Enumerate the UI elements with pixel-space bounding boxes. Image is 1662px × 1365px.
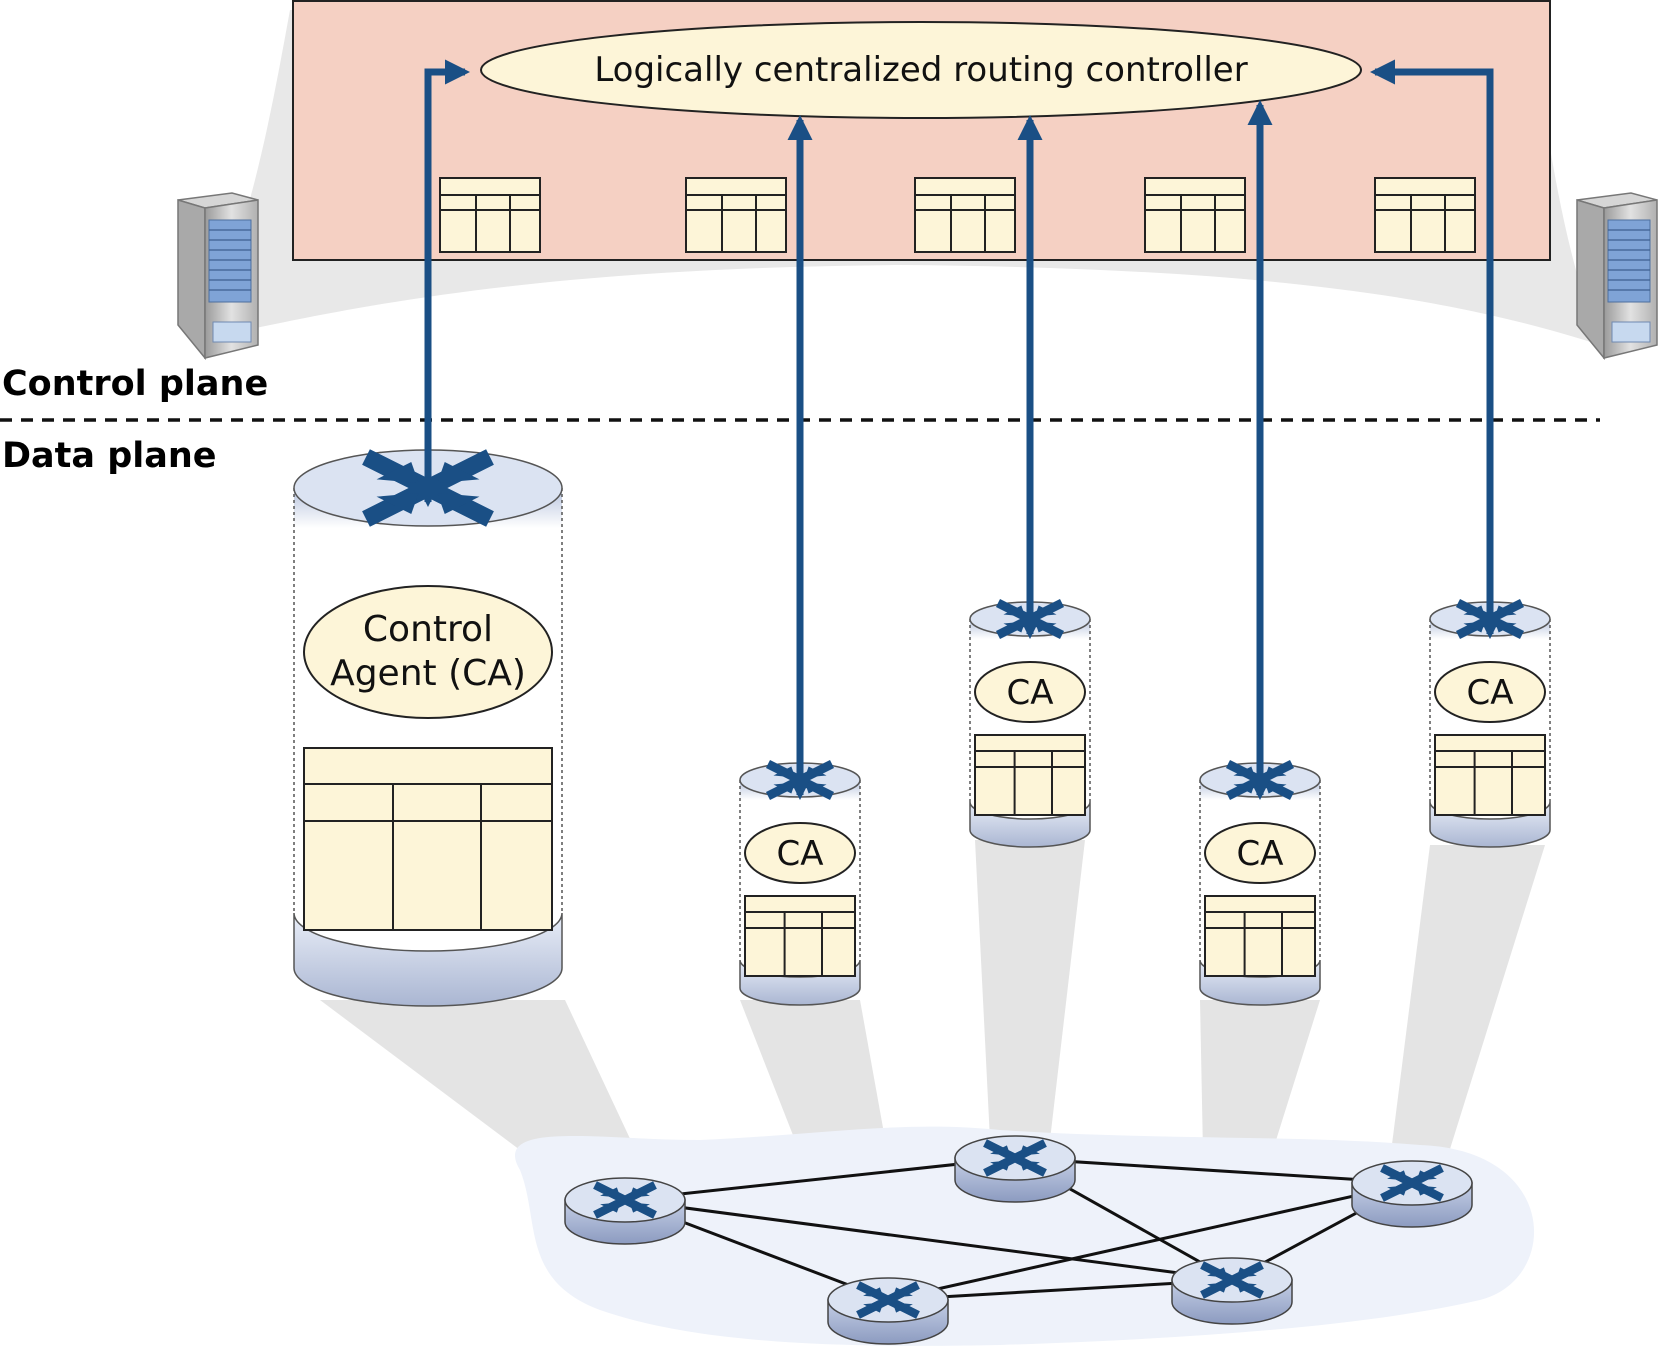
control-agent-ellipse [744, 822, 856, 884]
router-x-icon [1380, 1164, 1444, 1202]
control-arrows [415, 59, 1503, 801]
arrow-controller-to-large-router [415, 59, 471, 508]
control-agent-label-line1: Control [363, 609, 493, 650]
flow-table [914, 177, 1016, 253]
router-x-icon [983, 1139, 1047, 1177]
router-x-icon [856, 1281, 920, 1319]
router-x-icon [593, 1181, 657, 1219]
network-link [624, 1198, 1233, 1282]
network-router [954, 1135, 1076, 1203]
flow-table [744, 895, 856, 977]
network-router [827, 1277, 949, 1345]
network-router [1171, 1257, 1293, 1325]
flow-table [685, 177, 787, 253]
network-link [887, 1181, 1413, 1302]
flow-table [439, 177, 541, 253]
network-routers [564, 1135, 1473, 1345]
flow-table-large [303, 747, 553, 931]
controller-label: Logically centralized routing controller [594, 50, 1247, 90]
router-cylinder: CA [969, 598, 1091, 848]
network-router [1351, 1160, 1473, 1228]
server-icon-right [1576, 192, 1658, 361]
control-agent-ellipse [1434, 661, 1546, 723]
control-agent-label: CA [1007, 673, 1054, 713]
flow-table [1204, 895, 1316, 977]
server-icon-left [177, 192, 259, 361]
control-agent-ellipse [1204, 822, 1316, 884]
data-plane-label: Data plane [2, 436, 217, 476]
flow-table [1144, 177, 1246, 253]
control-agent-ellipse [974, 661, 1086, 723]
flow-table [974, 734, 1086, 816]
controller-ellipse [480, 21, 1362, 119]
network-link [624, 1156, 1016, 1202]
control-agent-label: CA [1237, 834, 1284, 874]
flow-table [1434, 734, 1546, 816]
flow-table [1374, 177, 1476, 253]
router-x-icon [1200, 1261, 1264, 1299]
control-agent-label-line2: Agent (CA) [330, 653, 526, 694]
control-agent-ellipse [303, 585, 553, 719]
router-cylinder: CA [1429, 598, 1551, 848]
router-cylinder: CA [739, 759, 861, 1006]
network-router [564, 1177, 686, 1245]
network-link [1014, 1156, 1413, 1185]
arrow-router-5 [1369, 59, 1503, 640]
control-agent-label: CA [777, 834, 824, 874]
control-agent-label: CA [1467, 673, 1514, 713]
control-plane-label: Control plane [2, 364, 268, 404]
router-cylinder: CA [1199, 759, 1321, 1006]
